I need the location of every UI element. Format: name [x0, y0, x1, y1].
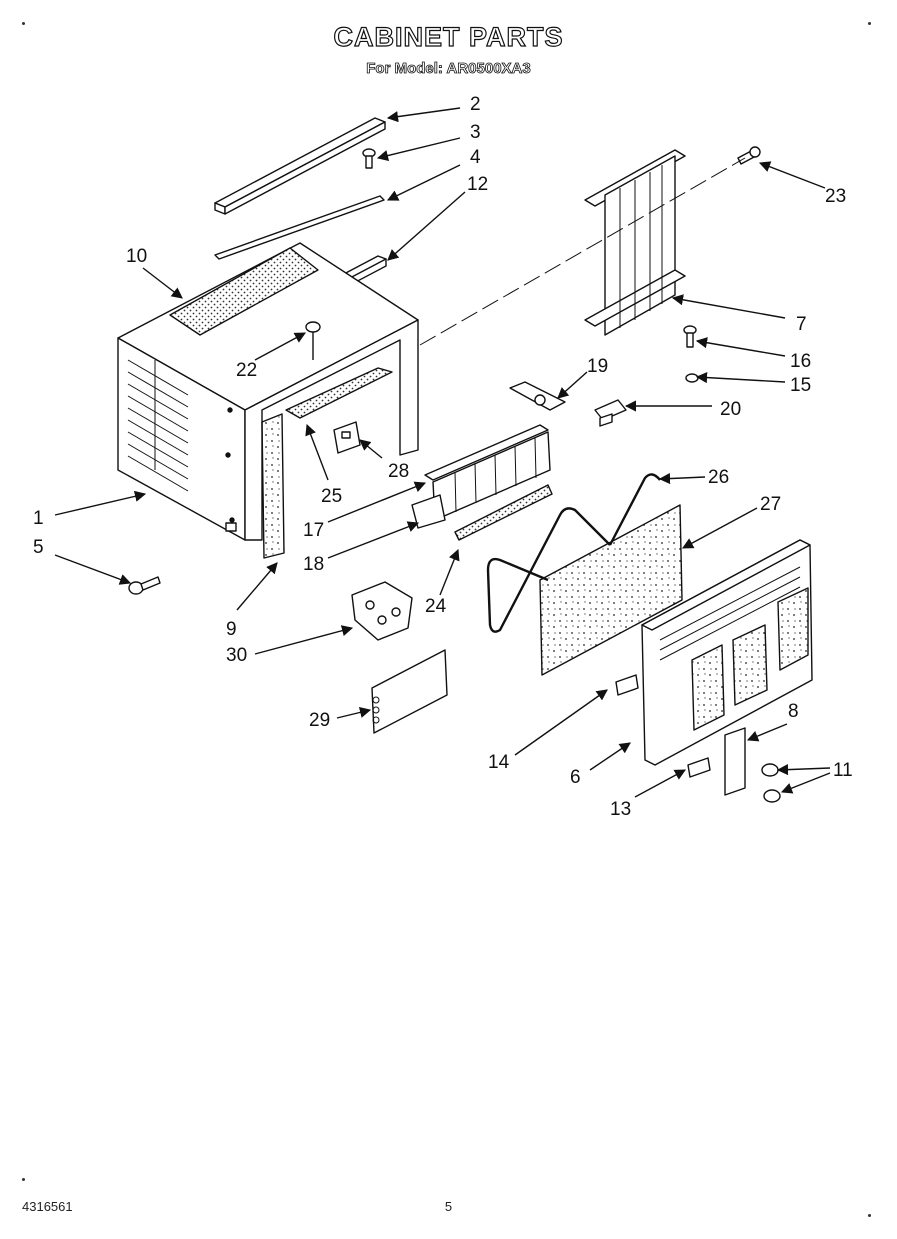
callout-label: 14: [488, 752, 510, 773]
plate-part-8: [724, 727, 746, 796]
foam-bar-part: [285, 367, 393, 419]
callout-label: 25: [321, 486, 342, 507]
screw-part: [362, 148, 376, 169]
registration-mark: [22, 22, 25, 25]
callout-label: 29: [309, 710, 330, 731]
callout-label: 26: [708, 467, 729, 488]
filter-part: [539, 504, 683, 676]
clip-part-20: [594, 399, 627, 427]
callout-label: 19: [587, 356, 608, 377]
side-seal-part: [261, 413, 285, 559]
registration-mark: [22, 1178, 25, 1181]
panel-part-29: [371, 649, 448, 734]
callout-label: 27: [760, 494, 781, 515]
callout-label: 16: [790, 351, 811, 372]
registration-mark: [868, 1214, 871, 1217]
washer-part-15: [685, 373, 699, 383]
callout-label: 13: [610, 799, 631, 820]
callout-label: 8: [788, 701, 799, 722]
foam-strip-part-24: [454, 484, 553, 541]
callout-label: 30: [226, 645, 247, 666]
callout-label: 6: [570, 767, 581, 788]
callout-label: 23: [825, 186, 846, 207]
lever-part-19: [509, 381, 566, 411]
callout-label: 20: [720, 399, 741, 420]
fastener-part: [305, 321, 321, 360]
screw-part-5: [128, 576, 161, 595]
latch-part-14: [615, 674, 639, 696]
strip-part: [214, 195, 385, 260]
bracket-part: [333, 421, 361, 454]
cabinet-foam-pad: [169, 247, 319, 336]
document-number: 4316561: [22, 1199, 73, 1214]
callout-labels: 1 2 3 4 5 6 7 8 9 10 11 12 13 14 15 16 1…: [33, 94, 853, 820]
callout-label: 22: [236, 360, 257, 381]
callout-label: 5: [33, 537, 44, 558]
leader-lines: [54, 107, 831, 798]
callout-label: 17: [303, 520, 324, 541]
screw-part-23: [737, 146, 761, 165]
callout-label: 12: [467, 174, 488, 195]
callout-label: 7: [796, 314, 807, 335]
handle-wire-part: [486, 473, 661, 633]
callout-label: 18: [303, 554, 324, 575]
cabinet-part: [117, 242, 419, 541]
knob-part-11: [761, 763, 781, 803]
callout-label: 3: [470, 122, 481, 143]
page-number: 5: [444, 1199, 453, 1214]
page-title: CABINET PARTS: [333, 21, 564, 52]
callout-label: 15: [790, 375, 811, 396]
hidden-line: [419, 157, 746, 346]
side-curtain-part: [584, 149, 686, 336]
registration-mark: [868, 22, 871, 25]
callout-label: 10: [126, 246, 147, 267]
callout-label: 24: [425, 596, 447, 617]
callout-label: 9: [226, 619, 237, 640]
latch-part-13: [687, 757, 711, 778]
callout-label: 11: [833, 760, 853, 781]
front-grille-part: [641, 539, 813, 766]
callout-label: 28: [388, 461, 409, 482]
screw-part-16: [683, 325, 697, 348]
louver-assembly-part: [411, 424, 551, 529]
model-subtitle: For Model: AR0500XA3: [366, 60, 531, 78]
callout-label: 1: [33, 508, 44, 529]
callout-label: 2: [470, 94, 481, 115]
motor-mount-part: [351, 581, 413, 641]
callout-label: 4: [470, 147, 481, 168]
top-rail-part: [214, 117, 386, 215]
